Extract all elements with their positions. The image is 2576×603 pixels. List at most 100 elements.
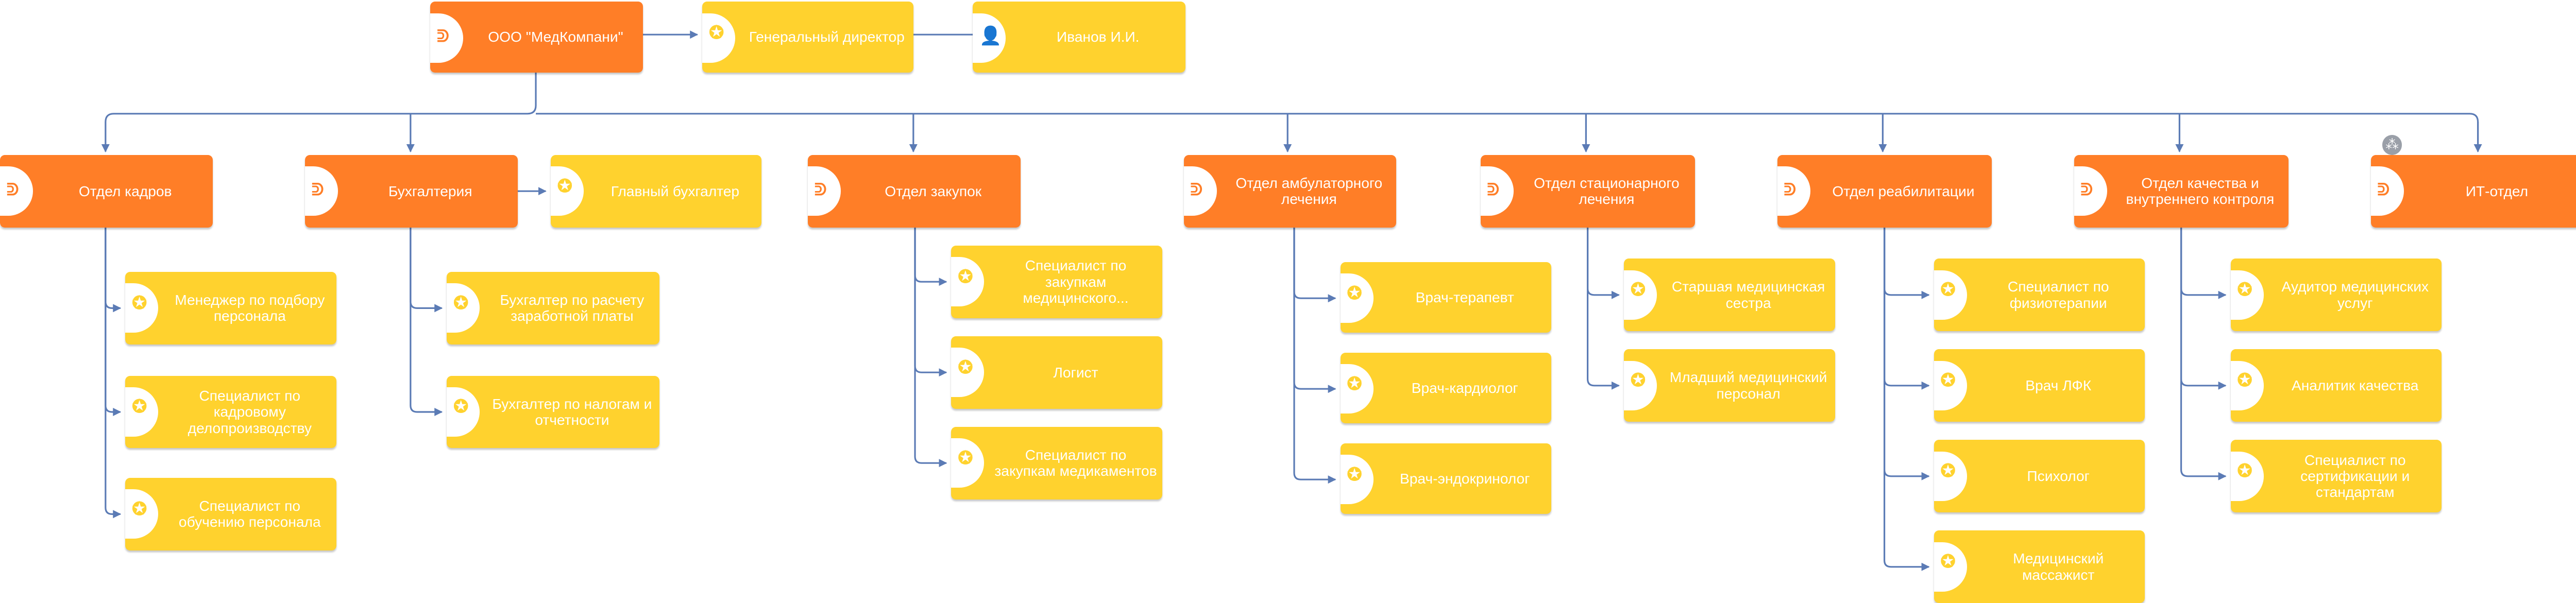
medal-icon: ✪: [453, 397, 469, 417]
position-title: Врач-кардиолог: [1411, 380, 1518, 396]
company-logo-icon: ᕲ: [311, 180, 324, 199]
position-title: Врач ЛФК: [2025, 377, 2092, 394]
position-title: Младший медицинский персонал: [1669, 369, 1827, 402]
connector-line: [1883, 227, 1930, 571]
connector-line: [410, 227, 443, 313]
department-hr[interactable]: ᕲ Отдел кадров: [0, 154, 213, 228]
director-position-node[interactable]: ✪ Генеральный директор: [702, 2, 913, 73]
medal-icon: ✪: [2237, 280, 2252, 300]
company-logo-icon: ᕲ: [2080, 180, 2093, 199]
medal-icon: ✪: [453, 292, 469, 313]
position-title: Главный бухгалтер: [611, 183, 740, 199]
position-node[interactable]: ✪ Менеджер по подбору персонала: [125, 272, 336, 344]
connector-line: [1293, 227, 1336, 484]
connector-line: [1586, 227, 1620, 390]
director-person-node[interactable]: 👤 Иванов И.И.: [973, 2, 1185, 73]
position-title: Специалист по обучению персонала: [178, 498, 321, 530]
connector-line: [2180, 227, 2227, 480]
department-title: Отдел кадров: [78, 183, 172, 199]
department-it[interactable]: ᕲ ИТ-отдел: [2370, 154, 2576, 228]
chief-accountant-node[interactable]: ✪ Главный бухгалтер: [550, 154, 762, 228]
medal-icon: ✪: [2237, 461, 2252, 481]
company-name: ООО "МедКомпани": [488, 29, 623, 45]
position-node[interactable]: ✪ Аудитор медицинских услуг: [2230, 259, 2442, 332]
department-outpatient[interactable]: ᕲ Отдел амбулаторного лечения: [1183, 154, 1397, 228]
medal-icon: ✪: [131, 292, 147, 313]
department-title: Отдел стационарного лечения: [1534, 175, 1680, 208]
medal-icon: ✪: [958, 266, 973, 287]
connector-line: [105, 227, 122, 519]
medal-icon: ✪: [2237, 370, 2252, 391]
position-node[interactable]: ✪ Врач ЛФК: [1934, 349, 2145, 422]
medal-icon: ✪: [1940, 280, 1956, 300]
department-title: Отдел амбулаторного лечения: [1235, 175, 1383, 208]
position-title: Специалист по закупкам медицинского...: [1023, 257, 1129, 306]
company-logo-icon: ᕲ: [1784, 180, 1797, 199]
medal-icon: ✪: [708, 22, 724, 43]
connector-line: [536, 113, 2479, 152]
connector-line: [1883, 227, 1930, 480]
medal-icon: ✪: [131, 498, 147, 519]
connector-line: [1293, 227, 1336, 393]
position-title: Врач-терапевт: [1415, 289, 1514, 305]
position-node[interactable]: ✪ Специалист по обучению персонала: [125, 478, 336, 550]
position-node[interactable]: ✪ Врач-терапевт: [1340, 262, 1552, 333]
connector-line: [410, 227, 443, 416]
position-title: Логист: [1053, 364, 1098, 381]
company-node[interactable]: ᕲ ООО "МедКомпани": [430, 2, 643, 73]
position-title: Врач-эндокринолог: [1399, 470, 1530, 487]
position-node[interactable]: ✪ Врач-эндокринолог: [1340, 443, 1552, 514]
connector-line: [1883, 227, 1930, 299]
department-rehabilitation[interactable]: ᕲ Отдел реабилитации: [1777, 154, 1992, 228]
department-procurement[interactable]: ᕲ Отдел закупок: [808, 154, 1021, 228]
medal-icon: ✪: [1940, 461, 1956, 481]
position-node[interactable]: ✪ Психолог: [1934, 440, 2145, 513]
position-node[interactable]: ✪ Младший медицинский персонал: [1624, 349, 1835, 422]
department-accounting[interactable]: ᕲ Бухгалтерия: [305, 154, 518, 228]
department-inpatient[interactable]: ᕲ Отдел стационарного лечения: [1480, 154, 1695, 228]
company-logo-icon: ᕲ: [1190, 180, 1203, 199]
medal-icon: ✪: [1347, 373, 1362, 394]
department-title: Бухгалтерия: [388, 183, 472, 199]
position-node[interactable]: ✪ Специалист по кадровому делопроизводст…: [125, 375, 336, 449]
position-node[interactable]: ✪ Врач-кардиолог: [1340, 352, 1552, 424]
position-node[interactable]: ✪ Специалист по закупкам медицинского...: [951, 245, 1162, 318]
company-logo-icon: ᕲ: [436, 27, 449, 46]
company-logo-icon: ᕲ: [1487, 180, 1500, 199]
connector-line: [1883, 227, 1930, 390]
position-node[interactable]: ✪ Бухгалтер по налогам и отчетности: [447, 375, 659, 449]
medal-icon: ✪: [1940, 552, 1956, 572]
connector-line: [1586, 227, 1620, 299]
position-title: Специалист по сертификации и стандартам: [2300, 452, 2410, 501]
position-node[interactable]: ✪ Специалист по закупкам медикаментов: [951, 426, 1162, 499]
org-structure-icon[interactable]: ⁂: [2382, 135, 2402, 155]
connector-line: [105, 227, 122, 416]
company-logo-icon: ᕲ: [6, 180, 19, 199]
department-quality[interactable]: ᕲ Отдел качества и внутреннего контроля: [2074, 154, 2289, 228]
position-node[interactable]: ✪ Бухгалтер по расчету заработной платы: [447, 272, 659, 344]
director-title: Генеральный директор: [749, 29, 905, 45]
connector-line: [1293, 227, 1336, 303]
position-node[interactable]: ✪ Специалист по сертификации и стандарта…: [2230, 440, 2442, 513]
medal-icon: ✪: [1630, 280, 1646, 300]
connector-line: [914, 227, 947, 468]
medal-icon: ✪: [1940, 370, 1956, 391]
department-title: Отдел качества и внутреннего контроля: [2126, 175, 2275, 208]
position-title: Медицинский массажист: [2013, 550, 2104, 583]
medal-icon: ✪: [958, 447, 973, 468]
connector-line: [2180, 227, 2227, 299]
position-node[interactable]: ✪ Аналитик качества: [2230, 349, 2442, 422]
connector-line: [105, 227, 122, 313]
connector-line: [101, 72, 537, 152]
position-title: Бухгалтер по налогам и отчетности: [492, 395, 652, 428]
position-node[interactable]: ✪ Специалист по физиотерапии: [1934, 259, 2145, 332]
medal-icon: ✪: [958, 357, 973, 377]
position-node[interactable]: ✪ Медицинский массажист: [1934, 530, 2145, 603]
position-node[interactable]: ✪ Старшая медицинская сестра: [1624, 259, 1835, 332]
department-title: Отдел закупок: [885, 183, 982, 199]
medal-icon: ✪: [557, 176, 573, 196]
position-title: Менеджер по подбору персонала: [175, 292, 325, 324]
position-node[interactable]: ✪ Логист: [951, 336, 1162, 409]
